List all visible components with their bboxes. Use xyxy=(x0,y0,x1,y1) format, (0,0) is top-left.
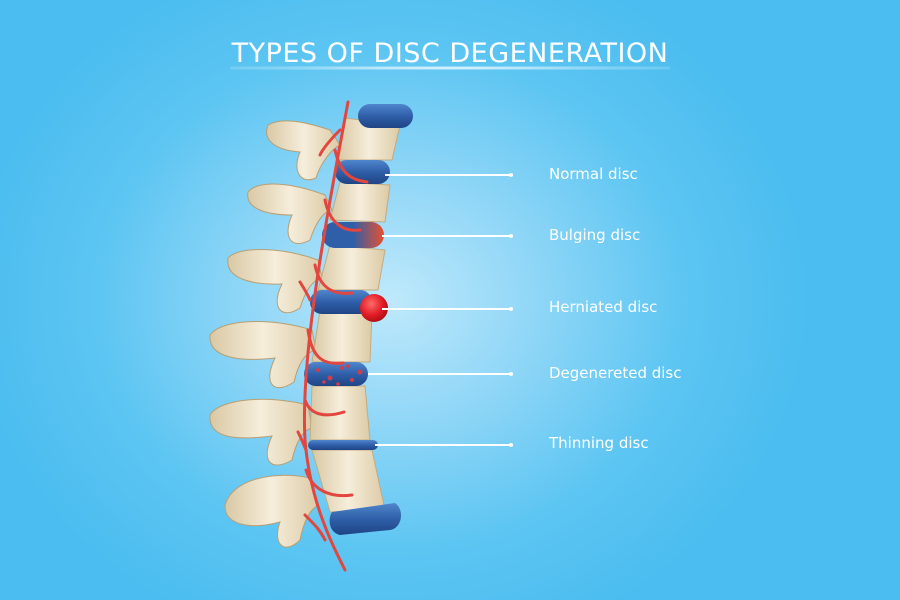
leader-line xyxy=(382,308,511,310)
leader-line xyxy=(368,373,511,375)
leader-line xyxy=(385,174,511,176)
leader-line xyxy=(375,444,511,446)
leader-dot xyxy=(509,307,513,311)
herniation xyxy=(360,294,388,322)
leader-line xyxy=(382,235,511,237)
label-text: Herniated disc xyxy=(549,298,658,316)
spinous-processes xyxy=(209,120,341,548)
label-text: Thinning disc xyxy=(549,434,649,452)
label-text: Normal disc xyxy=(549,165,638,183)
diagram-title: TYPES OF DISC DEGENERATION xyxy=(231,38,669,69)
disc-thinning xyxy=(308,440,378,450)
degeneration-spots xyxy=(316,364,363,386)
disc-bulging xyxy=(322,222,384,248)
label-text: Degenereted disc xyxy=(549,364,682,382)
vertebral-bodies xyxy=(309,117,401,513)
disc-bottom xyxy=(329,503,402,535)
leader-dot xyxy=(509,443,513,447)
spinal-artery xyxy=(296,100,369,572)
disc-top xyxy=(358,104,413,128)
leader-dot xyxy=(509,173,513,177)
label-text: Bulging disc xyxy=(549,226,641,244)
title-underline xyxy=(230,66,670,70)
disc-degenerated xyxy=(304,362,368,386)
leader-dot xyxy=(509,234,513,238)
disc-herniated xyxy=(310,290,372,314)
disc-normal xyxy=(335,160,390,184)
leader-dot xyxy=(509,372,513,376)
